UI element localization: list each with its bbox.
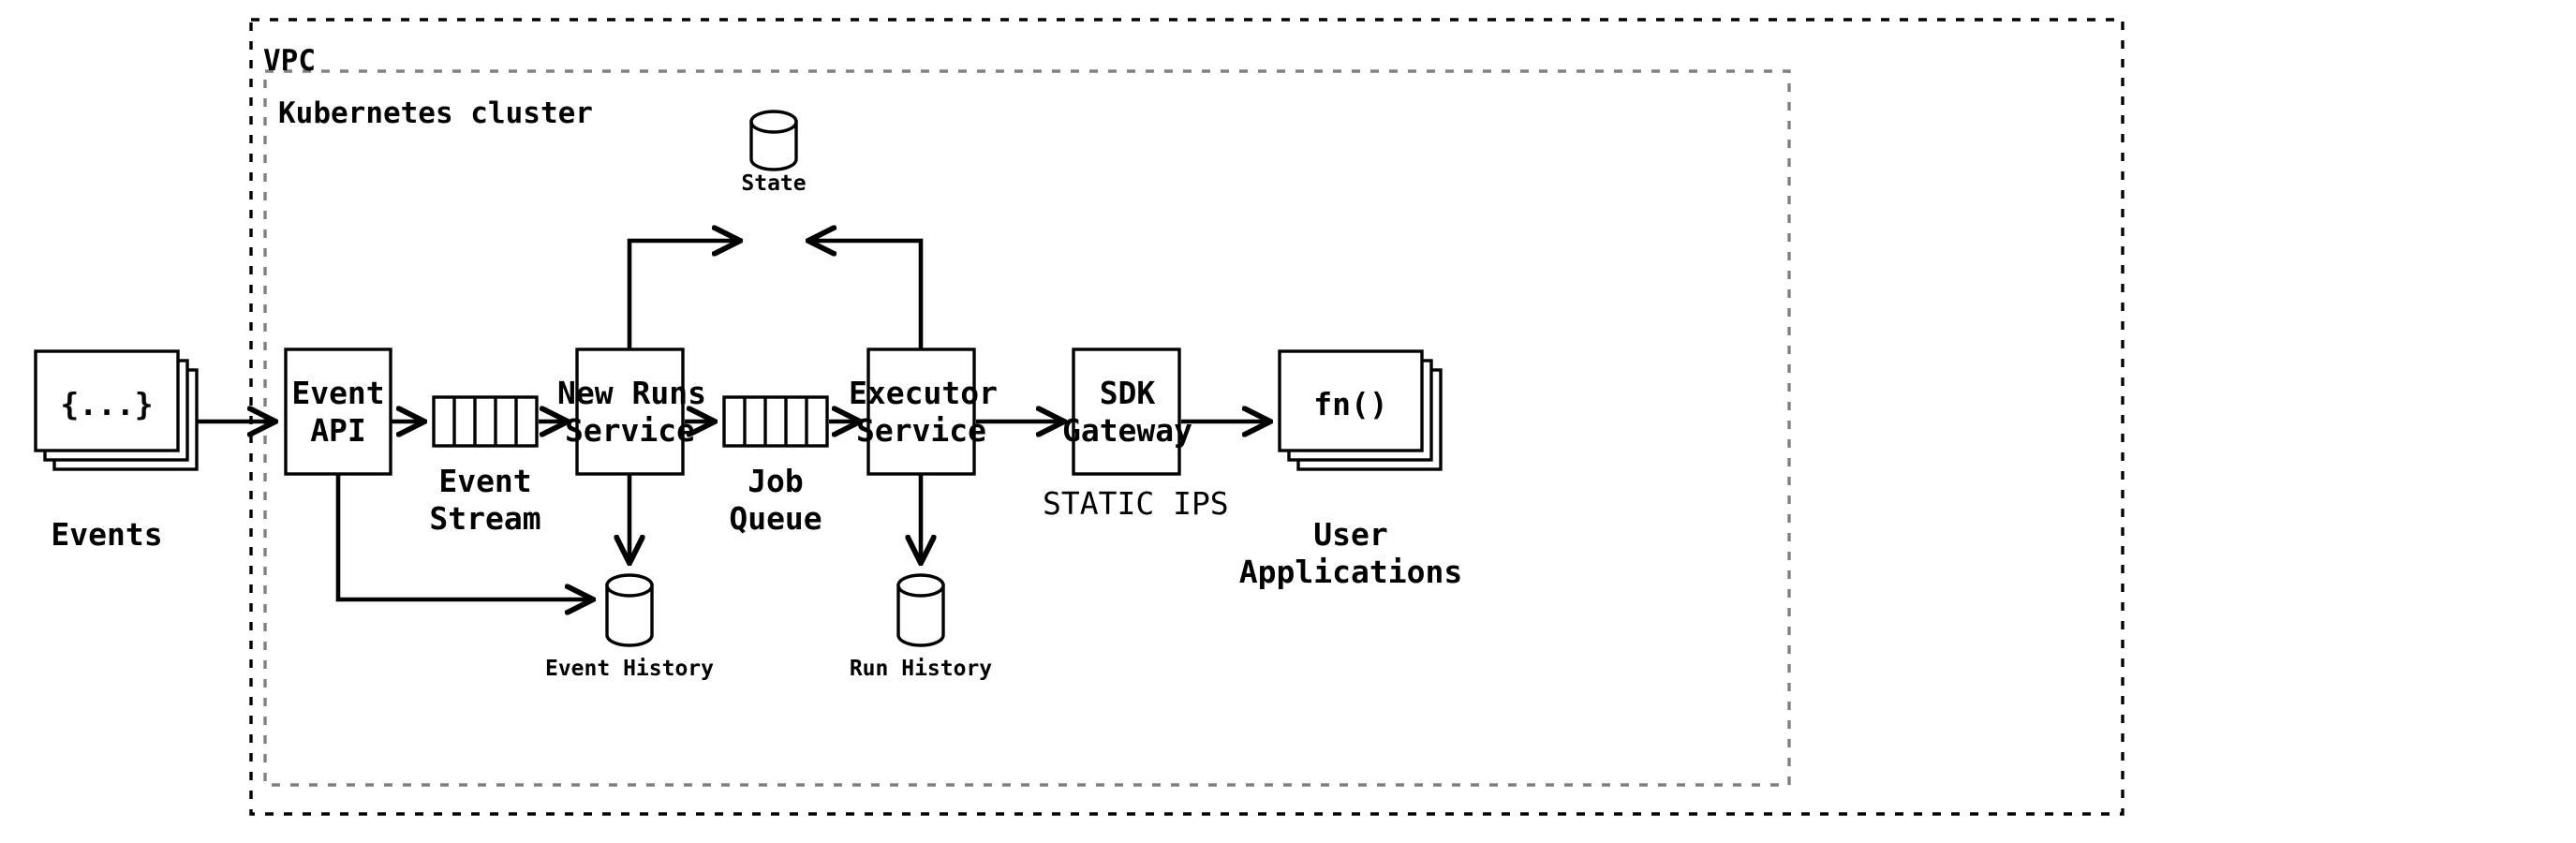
events-inner-label: {...} [60,386,154,422]
state-caption: State [741,171,807,196]
edge-executor-service-to-state [809,241,924,349]
executor-service-label-line2: Service [855,412,987,449]
user-applications-stack-icon [1278,349,1443,471]
run-history-caption: Run History [849,657,993,681]
events-caption: Events [51,516,163,553]
event-api-label-line1: Event [291,375,385,411]
sdk-gateway-caption: STATIC IPS [1043,485,1229,522]
sdk-gateway-label-line2: Gateway [1061,412,1193,449]
event-history-caption: Event History [544,657,714,681]
sdk-gateway-label-line1: SDK [1099,375,1156,411]
executor-service-box [866,348,976,476]
event-stream-caption-line1: Event [438,463,532,499]
user-applications-caption-line1: User [1313,516,1388,553]
job-queue-caption-line2: Queue [729,500,822,537]
executor-service-label-line1: Executor [849,375,998,411]
edge-new-runs-service-to-state [627,241,739,349]
event-stream-queue-icon [432,395,539,448]
k8s-boundary [263,69,1791,787]
state-cylinder-icon [749,110,798,171]
event-api-label-line2: API [310,412,366,449]
kubernetes-cluster-label: Kubernetes cluster [278,96,593,130]
new-runs-service-label-line1: New Runs [557,375,706,411]
new-runs-service-box [575,348,685,476]
edge-event-api-to-event-history [335,475,592,599]
sdk-gateway-box [1072,348,1181,476]
new-runs-service-label-line2: Service [564,412,696,449]
event-stream-caption-line2: Stream [429,500,541,537]
user-applications-caption-line2: Applications [1238,554,1463,590]
vpc-label: VPC [263,44,316,78]
run-history-cylinder-icon [896,573,945,647]
user-applications-inner-label: fn() [1313,386,1388,422]
job-queue-icon [722,395,829,448]
job-queue-caption-line1: Job [748,463,804,499]
events-stack-icon [34,349,199,471]
event-history-cylinder-icon [605,573,654,647]
event-api-box [284,348,392,476]
